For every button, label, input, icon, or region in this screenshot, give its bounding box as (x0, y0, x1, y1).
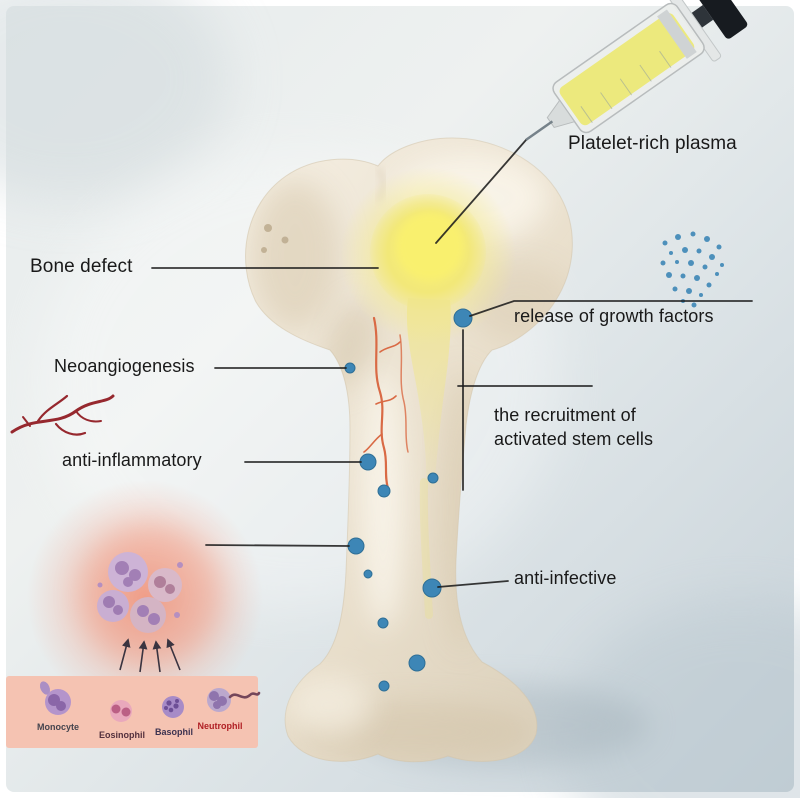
cell-legend-bar (6, 676, 258, 748)
prp-drip (406, 298, 451, 490)
inflammation-glow-core (80, 525, 220, 665)
pointer-line-cell-cluster (205, 544, 350, 547)
syringe-graduations (580, 50, 672, 123)
neutrophil-cell (207, 688, 261, 712)
stem-cell-cluster (97, 552, 183, 633)
prp-drip-streak (419, 478, 433, 619)
neoangiogenesis-vessel-icon (10, 394, 115, 436)
background-corner-shade (0, 0, 230, 200)
new-blood-vessels (363, 316, 409, 490)
bone-pores (261, 224, 289, 253)
monocyte-cell (39, 681, 71, 715)
syringe (525, 0, 748, 141)
syringe-plasma-fill (559, 13, 695, 126)
growth-factor-scatter (660, 231, 724, 308)
pointer-line-syringe (435, 139, 527, 244)
bone-defect-core (396, 212, 464, 280)
eosinophil-cell (110, 700, 132, 722)
pointer-line-growth-factors (469, 300, 753, 317)
basophil-cell (162, 696, 184, 718)
pointer-lines (151, 139, 753, 588)
syringe-plunger-pad (690, 0, 748, 39)
syringe-seal (657, 9, 697, 59)
pointer-line-anti-infective (437, 580, 509, 588)
recruitment-arrows (119, 638, 181, 673)
syringe-neck (546, 99, 576, 129)
syringe-needle (525, 120, 554, 141)
